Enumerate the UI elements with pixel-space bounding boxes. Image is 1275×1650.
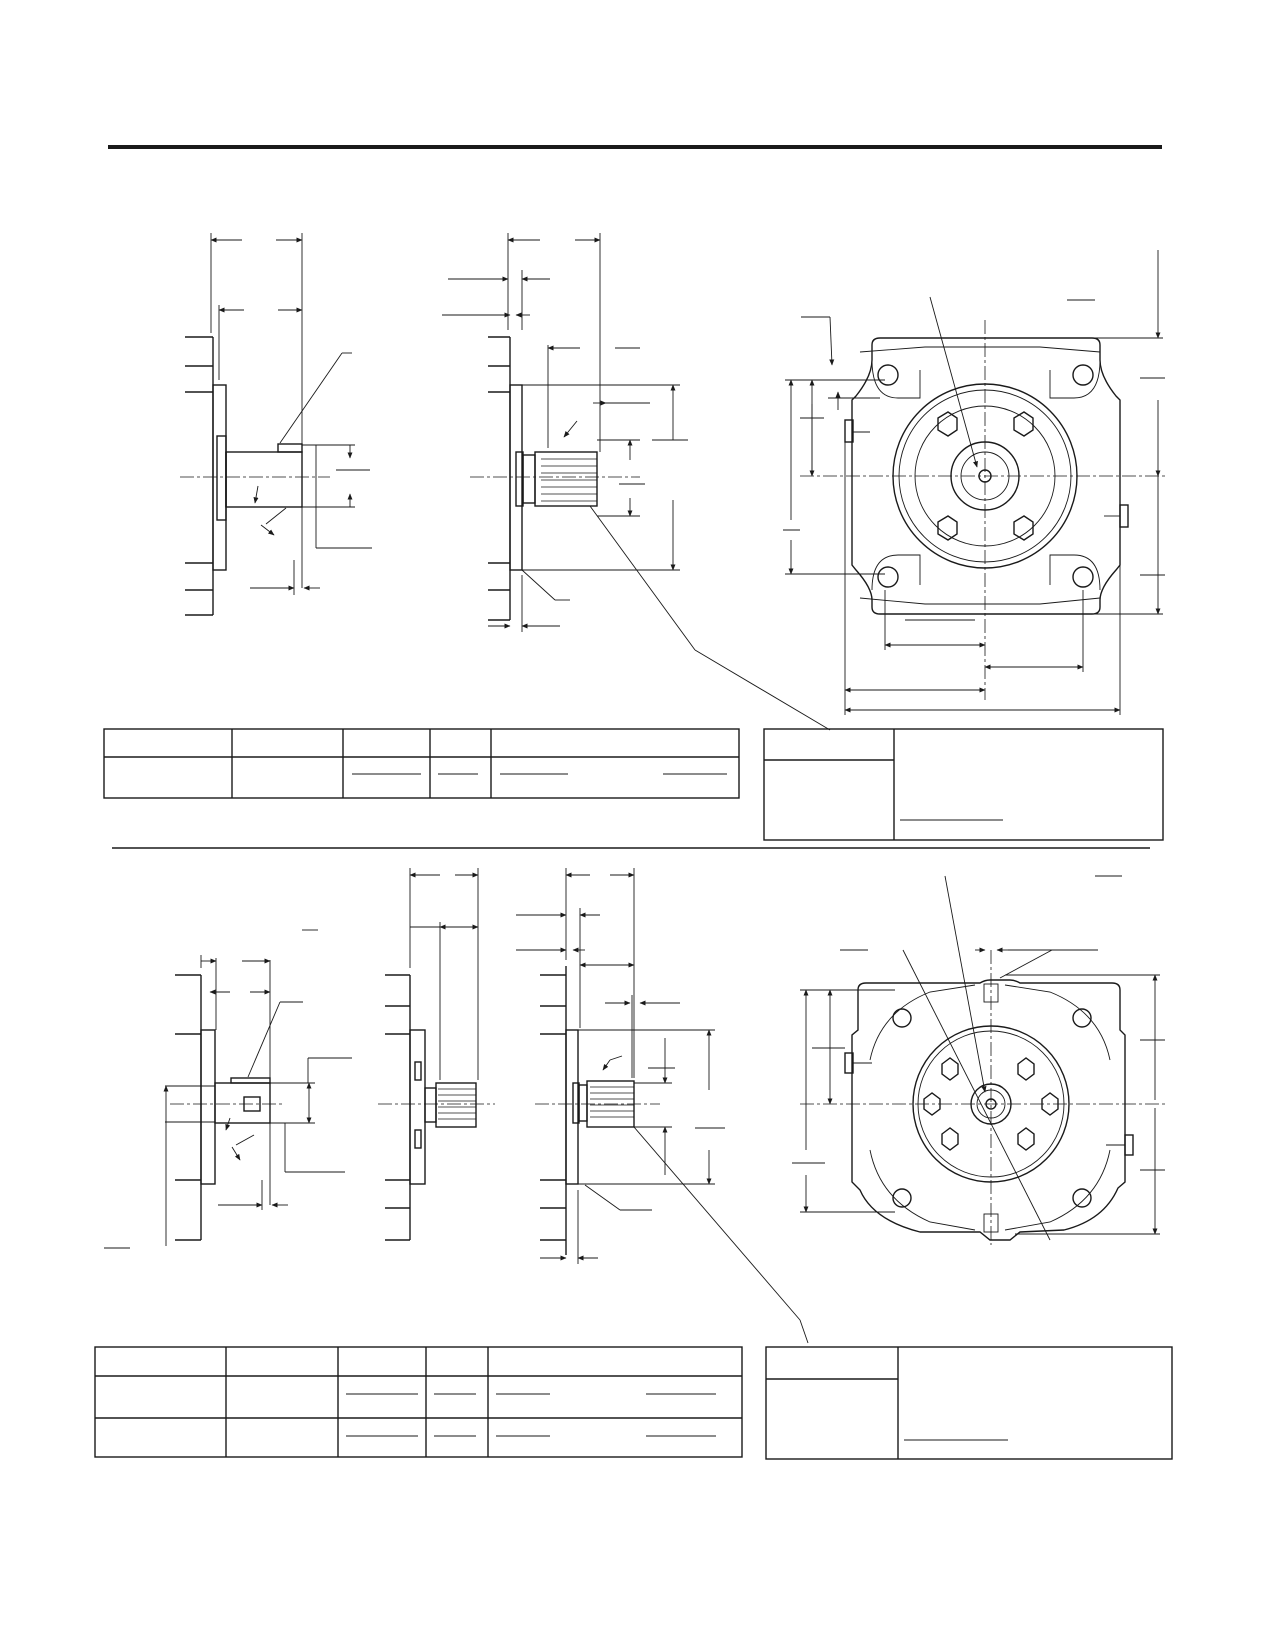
- spline-teeth-upper: [541, 458, 597, 502]
- upper-side-view-splined: [442, 233, 831, 731]
- spline-teeth-lower-a: [438, 1088, 476, 1120]
- lower-front-view-flange: [792, 875, 1165, 1245]
- upper-front-view-flange: [783, 250, 1165, 715]
- lower-side-view-splined-b: [516, 868, 809, 1344]
- lower-side-view-keyed: [104, 929, 352, 1249]
- upper-side-view-keyed: [180, 233, 372, 616]
- spline-teeth-lower-b: [590, 1086, 634, 1118]
- lower-dimension-table: [94, 1346, 743, 1458]
- lower-side-view-splined-a: [378, 868, 495, 1241]
- upper-spline-table: [763, 728, 1164, 841]
- upper-dimension-table: [103, 728, 740, 799]
- lower-spline-table: [765, 1346, 1173, 1460]
